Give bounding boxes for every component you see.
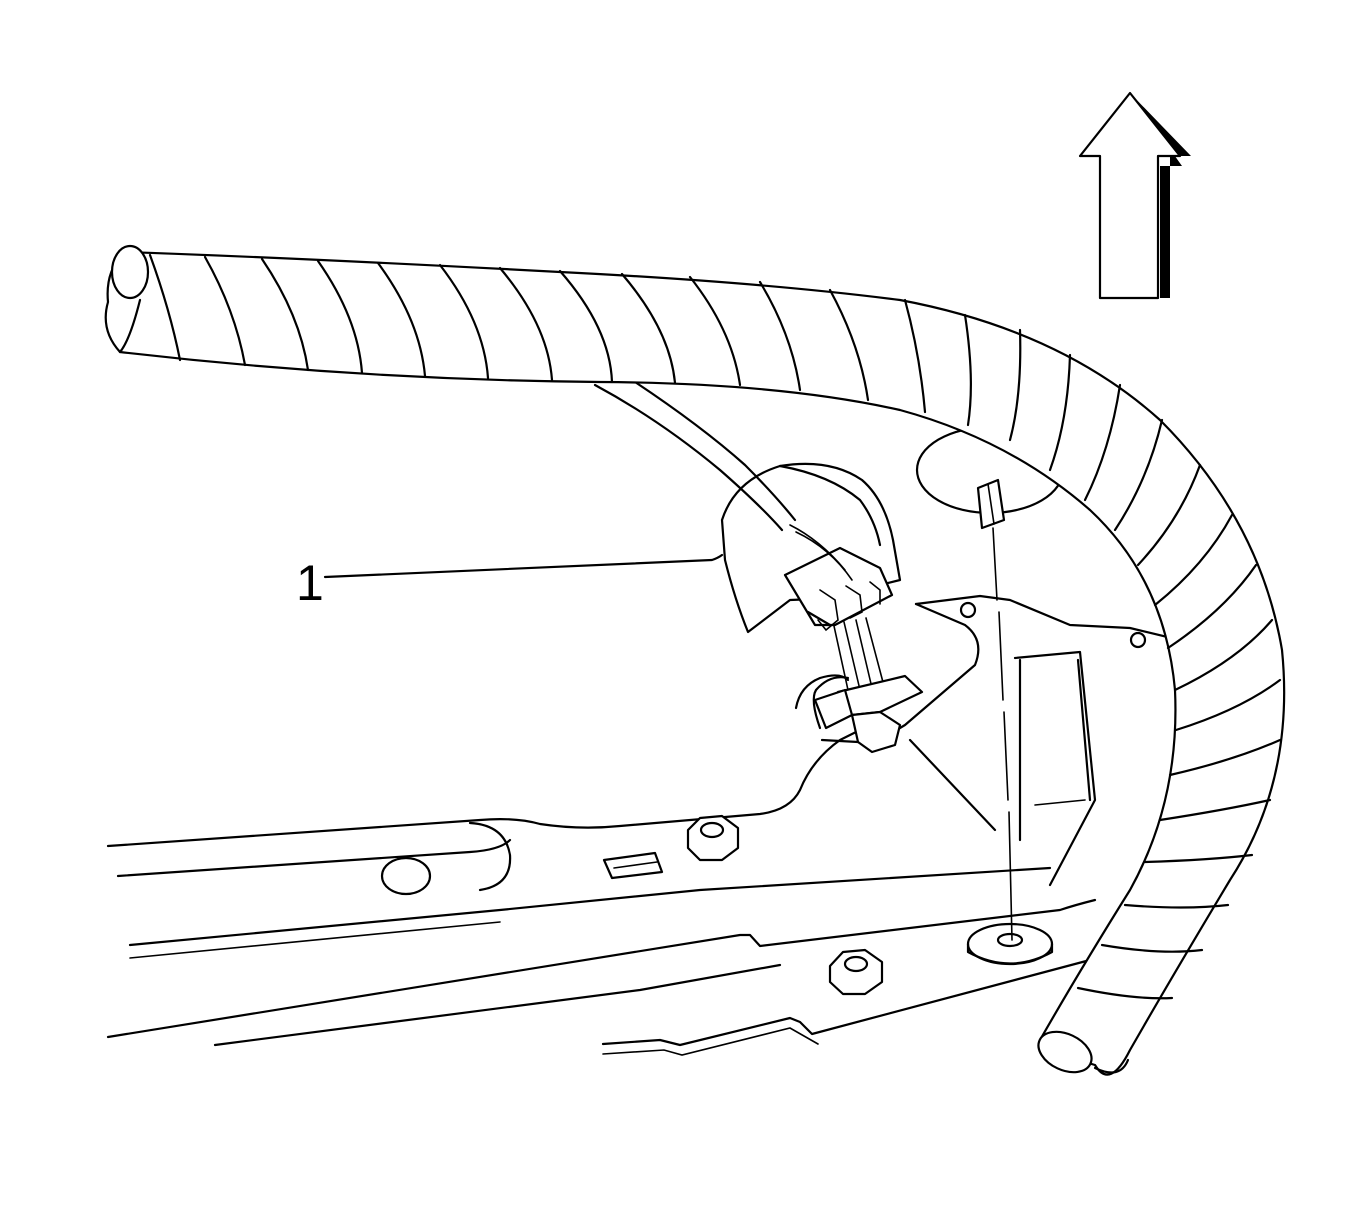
panel-mid-edge [128,866,1052,947]
callout-1: 1 [296,553,724,611]
harness-end-left [110,244,150,300]
hex-nut-lower [828,948,884,996]
push-pin-fastener [976,478,1013,941]
connector-body [783,546,894,627]
frame-vertical [1013,650,1097,887]
wire-harness-leads [593,378,885,691]
spiral-wrapped-harness [104,244,1286,1076]
callout-leader-line [323,553,724,579]
panel-contour-line [116,838,512,878]
panel-flange [601,958,1092,1047]
bracket-hole [959,601,977,619]
mounting-bracket [878,594,1182,887]
panel-bottom-edge [213,963,782,1047]
connector-boot [720,462,902,634]
harness-end-right [1037,1030,1093,1074]
oval-hole [380,856,432,896]
panel-lower-step-edge [106,898,1097,1039]
bracket-arm [914,594,1182,642]
panel-slot [468,821,512,892]
panel-flange-inner [602,1027,819,1056]
lead-wire [593,383,784,532]
direction-arrow-up-icon [1078,91,1191,300]
bracket-arm-lower [878,602,980,742]
harness-sleeve [104,250,1286,1076]
panel-upper-edge [106,723,872,848]
lower-connector [794,674,924,754]
bracket-hole-right [1129,631,1147,649]
callout-label-1: 1 [296,555,324,611]
washer [966,922,1054,966]
trim-panel [106,723,1097,1056]
panel-mid-edge-inner [129,921,501,959]
hex-nut-upper [686,814,740,862]
install-centerline [992,527,1013,941]
spiral-wrap-lines [148,253,1282,1000]
